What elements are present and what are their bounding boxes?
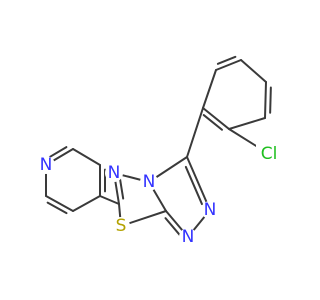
double-bond-c6-nA [118,175,125,200]
bond-ar5-ar6 [215,59,242,71]
atom-label-n-bridge: N [143,172,156,192]
bond-py4-c6 [99,195,120,205]
bond-ar3-ar4 [264,81,267,119]
atom-label-n-pyridine: N [40,155,53,175]
atom-n-pyridine: N [37,155,55,175]
atom-label-cl-substituent: Cl [261,144,278,164]
atom-n-fused-top: N [105,163,123,183]
atom-n-right-1: N [201,200,219,220]
atom-layer: N N N N N S Cl [37,144,282,247]
molecule-structure: N N N N N S Cl [37,55,282,247]
double-bond-ar5-ar6 [216,55,237,65]
atom-n-right-2: N [179,227,197,247]
bond-ar4-ar5 [240,59,267,83]
bond-layer [45,55,272,238]
bond-ar6-ar1 [202,69,217,109]
atom-label-n-right-1: N [204,200,217,220]
double-bond-c3-n1 [184,165,203,206]
bond-c3-n1 [186,156,211,211]
atom-cl-substituent: Cl [256,144,282,164]
bond-ar1-ar2 [202,107,230,130]
bond-c3-ar1 [186,107,204,158]
bond-ar2-ar3 [228,117,266,130]
atom-s-thiadiazole: S [112,216,130,236]
double-bond-ar1-ar2 [202,114,223,131]
atom-label-n-fused-top: N [108,163,121,183]
double-bond-c7a-n2 [164,217,182,238]
atom-label-n-right-2: N [182,227,195,247]
atom-n-bridge: N [140,172,158,192]
double-bond-py6-py1 [46,146,68,160]
atom-label-s-thiadiazole: S [116,216,127,236]
double-bond-py2-py3 [46,201,68,215]
bond-py5-py6 [72,148,101,166]
bond-py2-py3 [45,195,74,212]
double-bond-ar3-ar4 [269,86,272,114]
bond-py3-py4 [72,195,101,212]
